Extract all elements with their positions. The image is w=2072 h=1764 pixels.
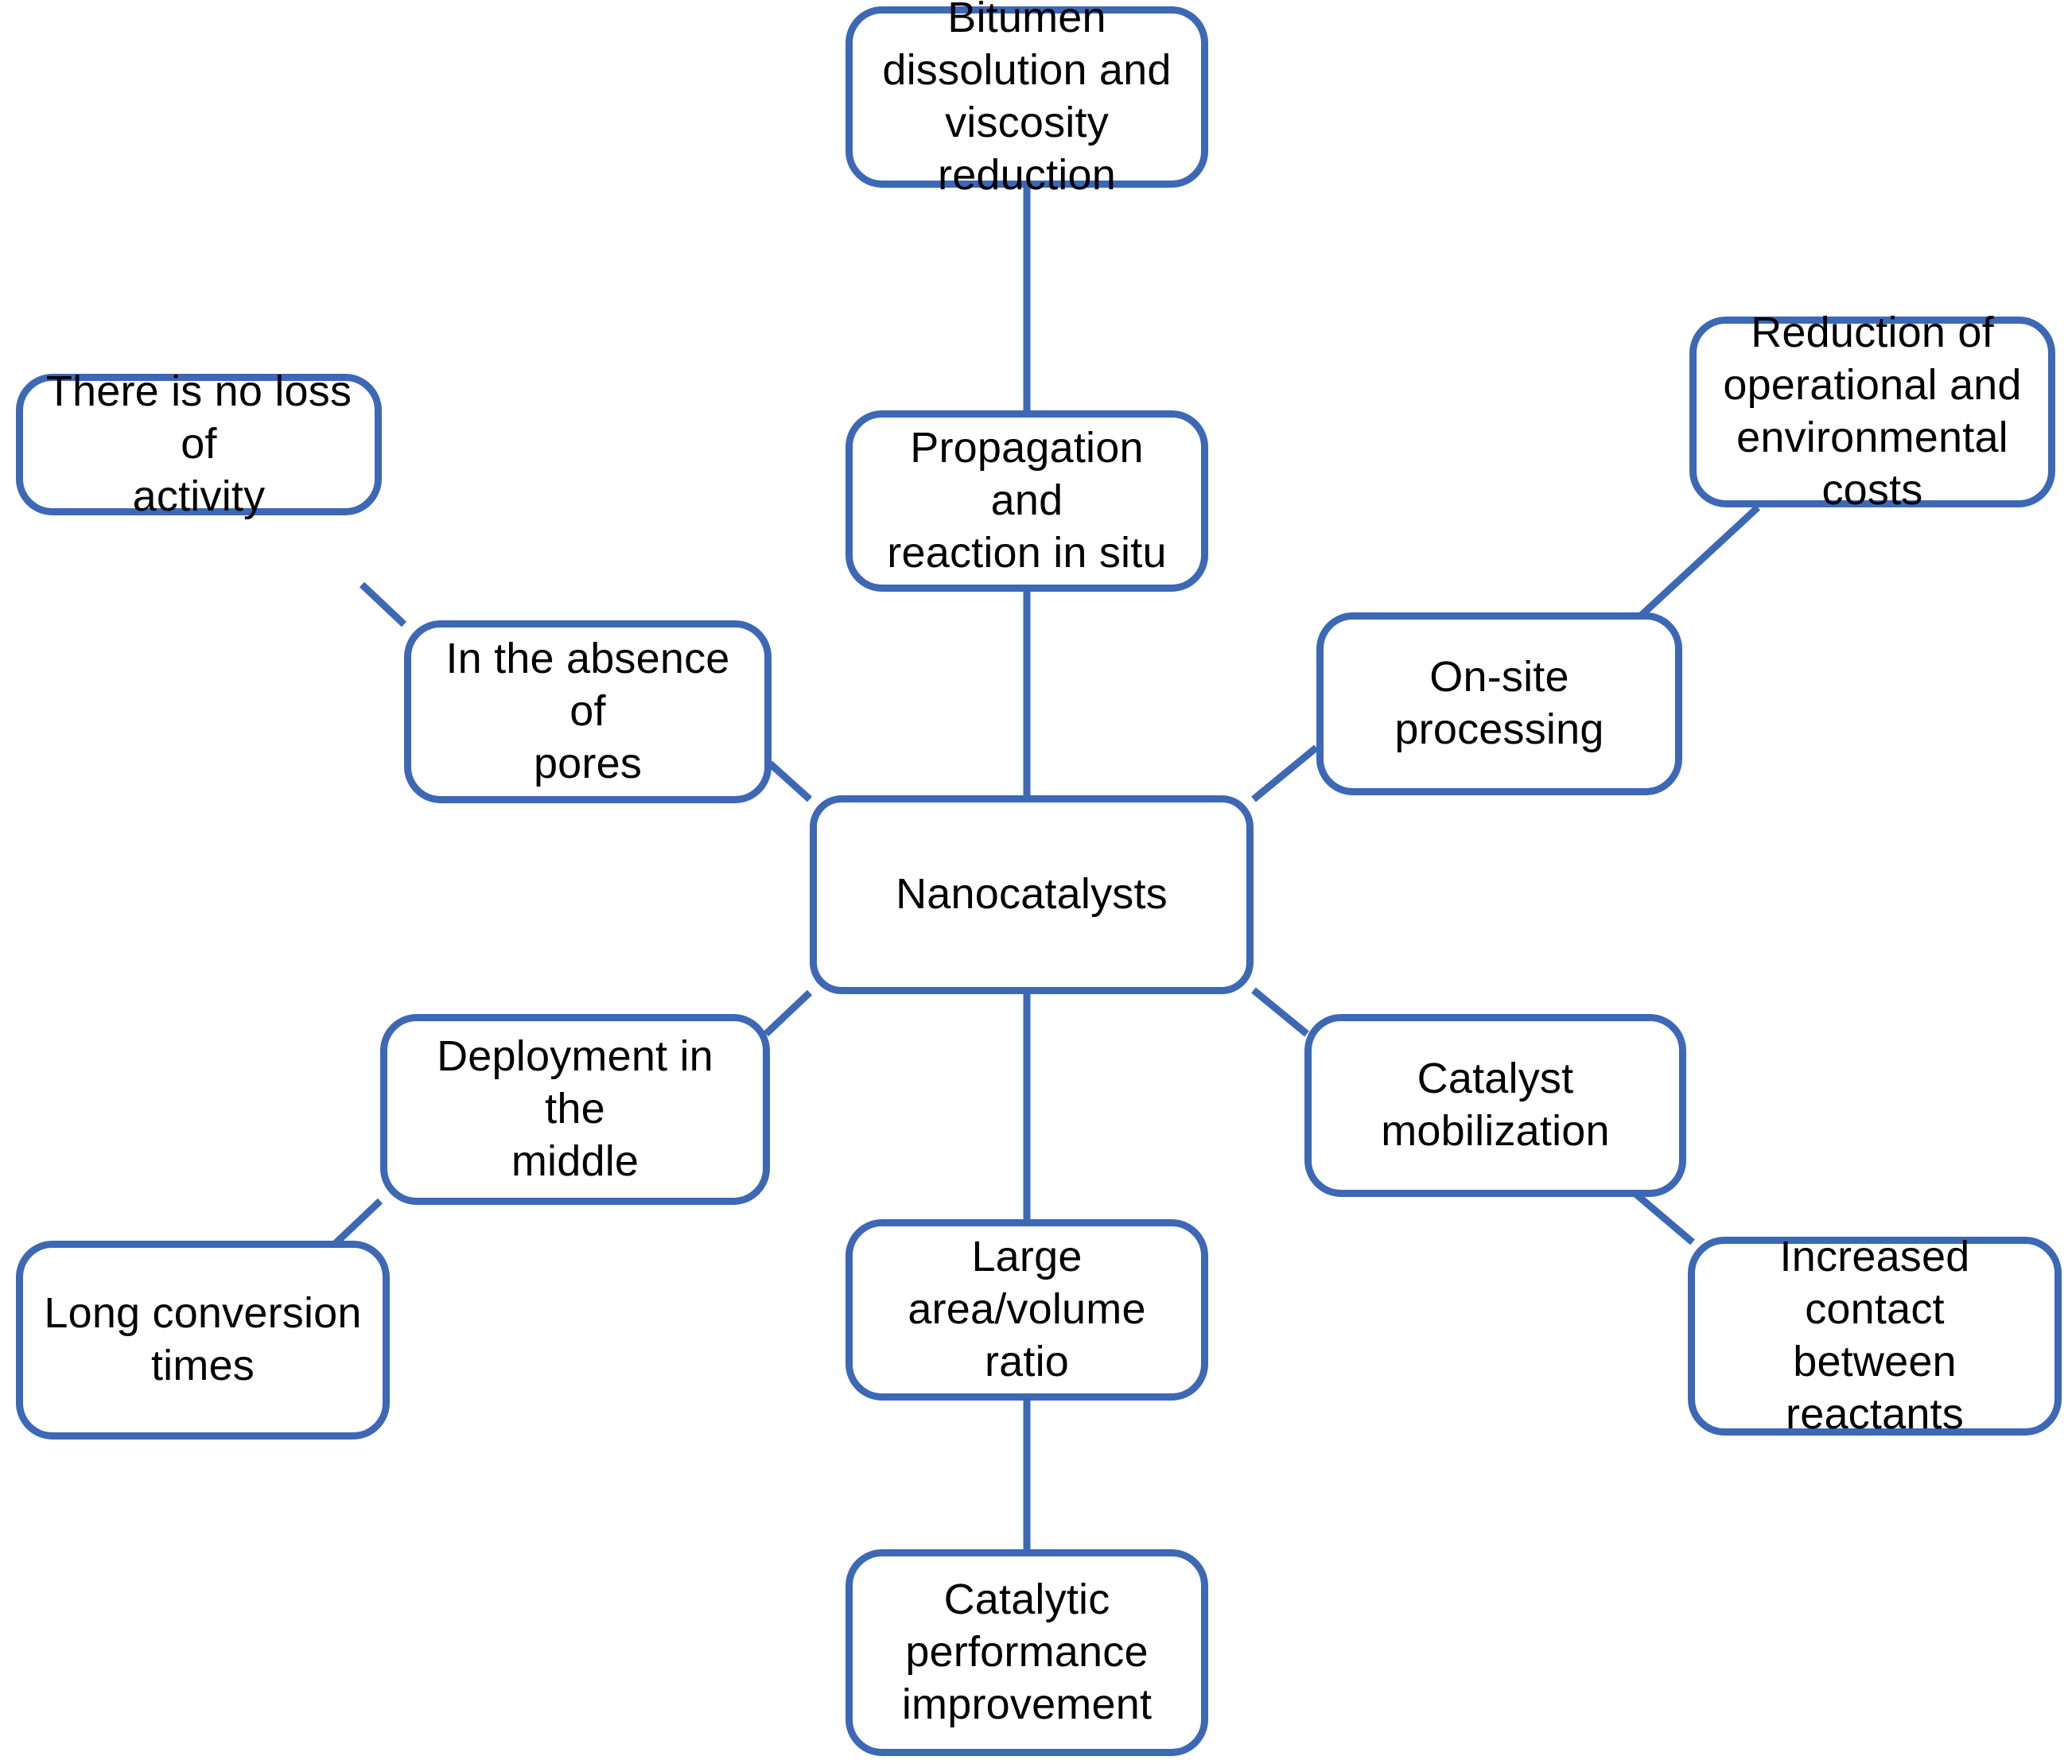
edge-pores-noloss (359, 581, 407, 628)
edge-nanocatalysts-pores (767, 760, 813, 802)
node-long-conversion-times[interactable]: Long conversion times (16, 1241, 390, 1440)
edge-nanocatalysts-onsite (1251, 744, 1319, 802)
node-on-site-processing[interactable]: On-site processing (1316, 612, 1682, 795)
node-increased-contact[interactable]: Increased contact between reactants (1688, 1233, 2062, 1438)
node-no-loss-of-activity[interactable]: There is no loss of activity (16, 367, 382, 520)
node-deployment-in-the-middle[interactable]: Deployment in the middle (380, 1014, 770, 1205)
node-reduction-of-costs[interactable]: Reduction of operational and environment… (1689, 309, 2055, 514)
node-bitumen-dissolution[interactable]: Bitumen dissolution and viscosity reduct… (846, 0, 1208, 199)
node-absence-of-pores[interactable]: In the absence of pores (404, 620, 772, 803)
node-catalyst-mobilization[interactable]: Catalyst mobilization (1304, 1014, 1686, 1197)
edge-onsite-reduction (1637, 504, 1761, 620)
node-catalytic-performance[interactable]: Catalytic performance improvement (846, 1549, 1208, 1756)
node-nanocatalysts-central[interactable]: Nanocatalysts (810, 795, 1254, 994)
edge-deployment-longconv (331, 1198, 383, 1248)
node-large-area-volume-ratio[interactable]: Large area/volume ratio (846, 1219, 1208, 1401)
edge-mobilization-contact (1632, 1190, 1695, 1245)
node-propagation-reaction[interactable]: Propagation and reaction in situ (846, 410, 1208, 592)
edge-nanocatalysts-mobilization (1251, 987, 1309, 1037)
edge-nanocatalysts-deployment (763, 989, 813, 1037)
